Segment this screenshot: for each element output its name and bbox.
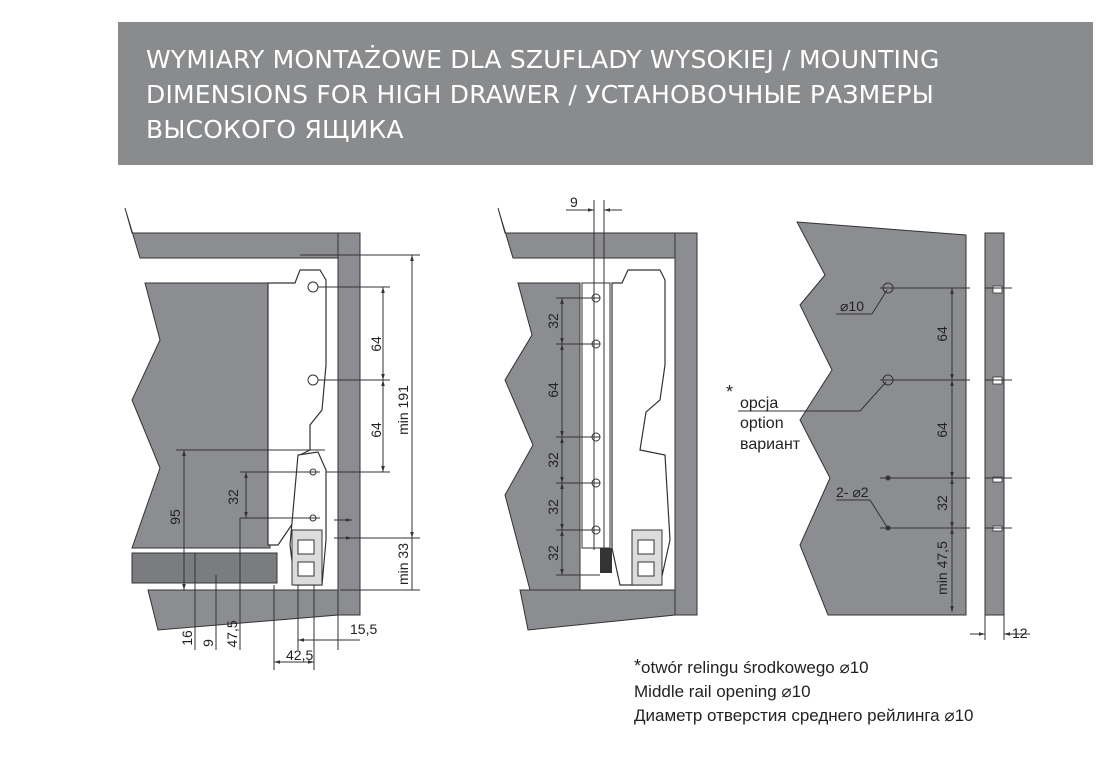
drawer-bottom-panel <box>131 552 278 584</box>
view-3-panel-drilling: ⌀10 * opcja option вариант 2- ⌀2 64 64 3… <box>726 221 1030 641</box>
v3-option-star: * <box>726 382 733 402</box>
cabinet-bottom-panel-2 <box>519 589 676 631</box>
v3-option-ru: вариант <box>740 436 801 453</box>
v3-dim-12: 12 <box>1012 625 1028 641</box>
v3-dim-64-lower: 64 <box>934 422 950 438</box>
v1-dim-min-191: min 191 <box>395 385 411 435</box>
v3-hole-label: ⌀10 <box>840 298 864 314</box>
title-line-2: DIMENSIONS FOR HIGH DRAWER / УСТАНОВОЧНЫ… <box>146 80 934 109</box>
cabinet-body-broken <box>131 282 271 549</box>
cabinet-side-wall-2 <box>674 232 698 616</box>
v1-dim-64-upper: 64 <box>368 336 384 352</box>
v1-dim-95: 95 <box>167 509 183 525</box>
v3-option-pl: opcja <box>740 395 778 412</box>
footnote-star: * <box>634 656 642 676</box>
v1-dim-9: 9 <box>200 639 216 647</box>
side-panel-edge <box>984 232 1005 616</box>
title-banner: WYMIARY MONTAŻOWE DLA SZUFLADY WYSOKIEJ … <box>118 22 1093 165</box>
title-line-3: ВЫСОКОГО ЯЩИКА <box>146 115 404 144</box>
v1-dim-32: 32 <box>225 489 241 505</box>
footnote-text-pl: otwór relingu środkowego ⌀10 <box>641 658 869 677</box>
v3-option-en: option <box>740 415 784 432</box>
v2-dim-32-b: 32 <box>545 452 561 468</box>
footnote-line-en: Middle rail opening ⌀10 <box>634 682 811 701</box>
v2-dim-32-d: 32 <box>545 545 561 561</box>
view-2-rail-section: 9 32 64 32 32 32 <box>497 194 698 631</box>
view-1-side-section: 64 64 min 191 32 95 min 33 16 9 47,5 15,… <box>124 207 420 670</box>
cabinet-top-panel-2 <box>497 207 676 259</box>
v3-dim-32: 32 <box>934 495 950 511</box>
v1-dim-42-5: 42,5 <box>286 647 313 663</box>
footnote-line-ru: Диаметр отверстия среднего рейлинга ⌀10 <box>634 706 974 725</box>
v1-dim-64-lower: 64 <box>368 422 384 438</box>
rail-plate <box>581 282 611 549</box>
v2-dim-32-a: 32 <box>545 313 561 329</box>
v2-dim-9: 9 <box>570 194 578 210</box>
cabinet-bottom-panel <box>147 589 339 631</box>
footnote-line-pl: *otwór relingu środkowego ⌀10 <box>634 656 974 680</box>
v2-dim-32-c: 32 <box>545 499 561 515</box>
cabinet-side-wall <box>337 232 361 616</box>
side-panel-face <box>796 221 967 616</box>
cabinet-top-panel <box>124 207 339 259</box>
v1-dim-47-5: 47,5 <box>224 620 240 647</box>
v1-dim-min-33: min 33 <box>395 543 411 585</box>
runner-block <box>291 529 323 586</box>
drawer-side-profile <box>267 269 327 546</box>
v2-dim-64: 64 <box>545 382 561 398</box>
v3-dim-min-47-5: min 47,5 <box>934 541 950 595</box>
v3-two-holes-label: 2- ⌀2 <box>836 484 869 500</box>
v1-dim-16: 16 <box>179 630 195 646</box>
v3-dim-64-upper: 64 <box>934 326 950 342</box>
runner-block-2 <box>631 529 663 586</box>
footnote: *otwór relingu środkowego ⌀10 Middle rai… <box>634 656 974 728</box>
v1-dim-15-5: 15,5 <box>350 621 377 637</box>
title-line-1: WYMIARY MONTAŻOWE DLA SZUFLADY WYSOKIEJ … <box>146 45 940 74</box>
